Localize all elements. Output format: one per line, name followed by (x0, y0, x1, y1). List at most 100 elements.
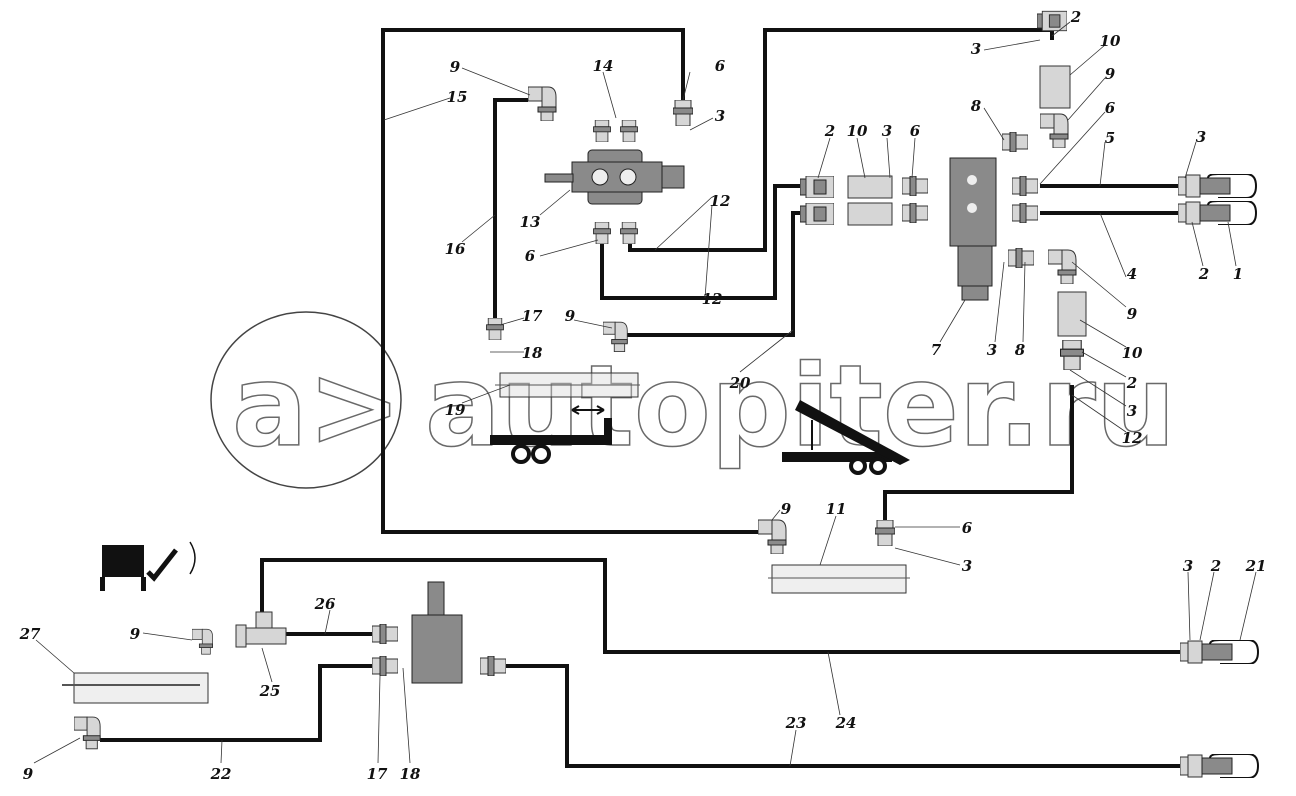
tipping-body-icon (100, 541, 196, 591)
callout: 15 (447, 88, 468, 106)
callout: 9 (130, 625, 141, 643)
callout: 18 (400, 765, 421, 783)
callout: 4 (1127, 265, 1137, 283)
valve-block[interactable] (411, 581, 463, 684)
valve-block-7[interactable] (949, 157, 997, 301)
coupling[interactable] (800, 203, 834, 225)
coupling[interactable] (1060, 340, 1084, 370)
callout: 6 (715, 57, 726, 75)
hose-16[interactable] (493, 98, 528, 318)
distributor-valve[interactable] (544, 149, 685, 205)
callout: 12 (1122, 429, 1143, 447)
plug[interactable] (620, 120, 638, 142)
callout: 13 (520, 213, 541, 231)
cylinder-11[interactable] (768, 564, 910, 594)
hose-22[interactable] (100, 664, 372, 742)
hose-12a[interactable] (600, 184, 800, 300)
fitting[interactable] (620, 222, 638, 244)
trailer-icon (490, 405, 612, 464)
callout: 8 (1015, 341, 1026, 359)
elbow-fitting[interactable] (758, 519, 787, 554)
cylinder-19[interactable] (495, 372, 640, 398)
callout: 21 (1245, 557, 1267, 575)
svg-text:a>: a> (232, 342, 401, 472)
hose-23[interactable] (505, 664, 1180, 768)
callout: 24 (835, 714, 857, 732)
fitting[interactable] (372, 624, 398, 644)
fitting[interactable] (902, 203, 928, 223)
hose-15[interactable] (381, 28, 760, 534)
coupling-10[interactable] (847, 175, 893, 199)
callout: 6 (1105, 99, 1116, 117)
callout: 7 (931, 341, 942, 359)
fitting[interactable] (1012, 203, 1038, 223)
callout: 9 (1105, 65, 1116, 83)
elbow-fitting[interactable] (192, 628, 213, 655)
callout: 10 (847, 122, 868, 140)
callout: 3 (971, 40, 981, 58)
callout: 27 (19, 625, 41, 643)
elbow-fitting[interactable] (1040, 113, 1069, 148)
elbow-fitting[interactable] (1048, 249, 1077, 284)
callout: 2 (1126, 374, 1137, 392)
callout: 17 (367, 765, 388, 783)
quick-coupler[interactable] (1178, 174, 1257, 198)
hose-12b[interactable] (883, 385, 1074, 520)
callout: 8 (971, 97, 982, 115)
callout: 25 (259, 682, 281, 700)
callout: 12 (702, 290, 723, 308)
callout: 3 (882, 122, 892, 140)
fitting-8[interactable] (1008, 248, 1034, 268)
tee-fitting-25[interactable] (235, 611, 287, 648)
quick-coupler[interactable] (1180, 754, 1259, 778)
plug[interactable] (593, 120, 611, 142)
fitting[interactable] (480, 656, 506, 676)
callout: 6 (962, 519, 973, 537)
callout: 6 (525, 247, 536, 265)
callout: 2 (824, 122, 835, 140)
coupling-10[interactable] (1057, 291, 1087, 337)
fitting[interactable] (673, 100, 693, 126)
hose-top-right[interactable] (628, 28, 1054, 252)
callout: 16 (445, 240, 466, 258)
watermark-logo: a> autopiter.ru (210, 311, 1176, 489)
fitting[interactable] (1012, 176, 1038, 196)
callout: 3 (1196, 128, 1206, 146)
callout: 12 (710, 192, 731, 210)
callout: 5 (1105, 129, 1115, 147)
elbow-fitting[interactable] (528, 86, 557, 121)
fitting-8[interactable] (1002, 132, 1028, 152)
coupling-10[interactable] (1039, 65, 1071, 109)
components (62, 10, 1259, 778)
callout: 23 (785, 714, 807, 732)
cylinder-27[interactable] (62, 672, 209, 704)
callout: 2 (1070, 8, 1081, 26)
callout: 3 (1127, 402, 1137, 420)
callout: 3 (987, 341, 997, 359)
callout: 26 (314, 595, 336, 613)
fitting[interactable] (902, 176, 928, 196)
callout: 17 (522, 307, 543, 325)
quick-coupler[interactable] (1180, 640, 1259, 664)
quick-coupler[interactable] (1178, 201, 1257, 225)
callout: 2 (1210, 557, 1221, 575)
callout: 9 (565, 307, 576, 325)
elbow-fitting[interactable] (74, 716, 101, 750)
fitting[interactable] (875, 520, 895, 546)
hose-24[interactable] (260, 558, 1180, 654)
hoses (100, 28, 1180, 768)
callout: 14 (593, 57, 614, 75)
fitting[interactable] (372, 656, 398, 676)
callout: 3 (1183, 557, 1193, 575)
callout: 9 (1127, 305, 1138, 323)
callout: 19 (445, 401, 466, 419)
hose-20[interactable] (625, 211, 800, 337)
leader-lines (33, 21, 1257, 767)
callout: 9 (781, 500, 792, 518)
callout: 20 (729, 374, 751, 392)
fitting[interactable] (486, 318, 504, 340)
coupling[interactable] (800, 176, 834, 198)
coupling-10[interactable] (847, 202, 893, 226)
